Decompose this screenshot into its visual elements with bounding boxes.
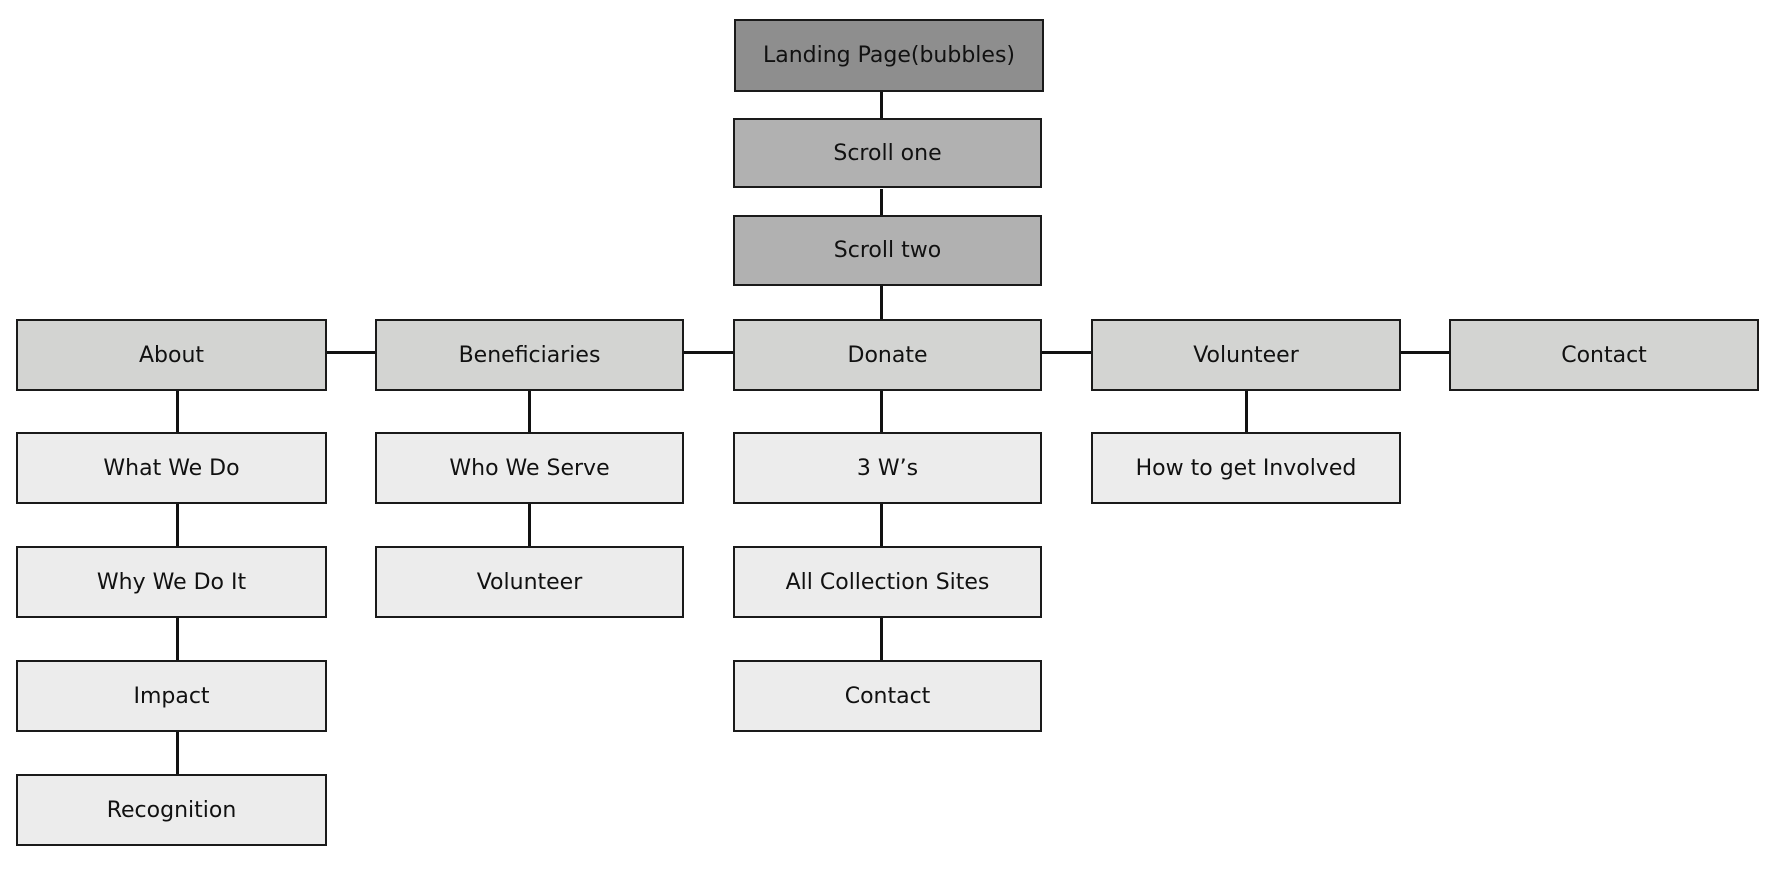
connector-scroll-one-scroll-two	[880, 189, 883, 215]
connector-beneficiaries-donate	[684, 351, 733, 354]
node-all-collection-sites: All Collection Sites	[733, 546, 1042, 618]
node-how-to-get-involved: How to get Involved	[1091, 432, 1401, 504]
connector-about-beneficiaries	[326, 351, 375, 354]
node-beneficiaries-volunteer: Volunteer	[375, 546, 684, 618]
connector-beneficiaries-who-we-serve	[528, 390, 531, 432]
connector-what-we-do-why	[176, 504, 179, 546]
node-scroll-two: Scroll two	[733, 215, 1042, 286]
node-about: About	[16, 319, 327, 391]
node-why-we-do-it: Why We Do It	[16, 546, 327, 618]
connector-3ws-collection-sites	[880, 504, 883, 546]
connector-why-impact	[176, 618, 179, 660]
node-what-we-do: What We Do	[16, 432, 327, 504]
connector-scroll-two-donate	[880, 286, 883, 319]
node-volunteer: Volunteer	[1091, 319, 1401, 391]
connector-volunteer-how-to-get-involved	[1245, 390, 1248, 432]
node-donate: Donate	[733, 319, 1042, 391]
connector-donate-volunteer	[1042, 351, 1091, 354]
node-impact: Impact	[16, 660, 327, 732]
connector-impact-recognition	[176, 732, 179, 774]
connector-collection-sites-contact	[880, 618, 883, 660]
node-recognition: Recognition	[16, 774, 327, 846]
connector-volunteer-contact	[1400, 351, 1449, 354]
connector-donate-3ws	[880, 390, 883, 432]
connector-about-what-we-do	[176, 390, 179, 432]
node-donate-contact: Contact	[733, 660, 1042, 732]
node-contact: Contact	[1449, 319, 1759, 391]
connector-who-we-serve-volunteer	[528, 504, 531, 546]
connector-root-scroll-one	[880, 92, 883, 118]
node-landing-page: Landing Page(bubbles)	[734, 19, 1044, 92]
node-3-ws: 3 W’s	[733, 432, 1042, 504]
node-who-we-serve: Who We Serve	[375, 432, 684, 504]
node-scroll-one: Scroll one	[733, 118, 1042, 188]
node-beneficiaries: Beneficiaries	[375, 319, 684, 391]
